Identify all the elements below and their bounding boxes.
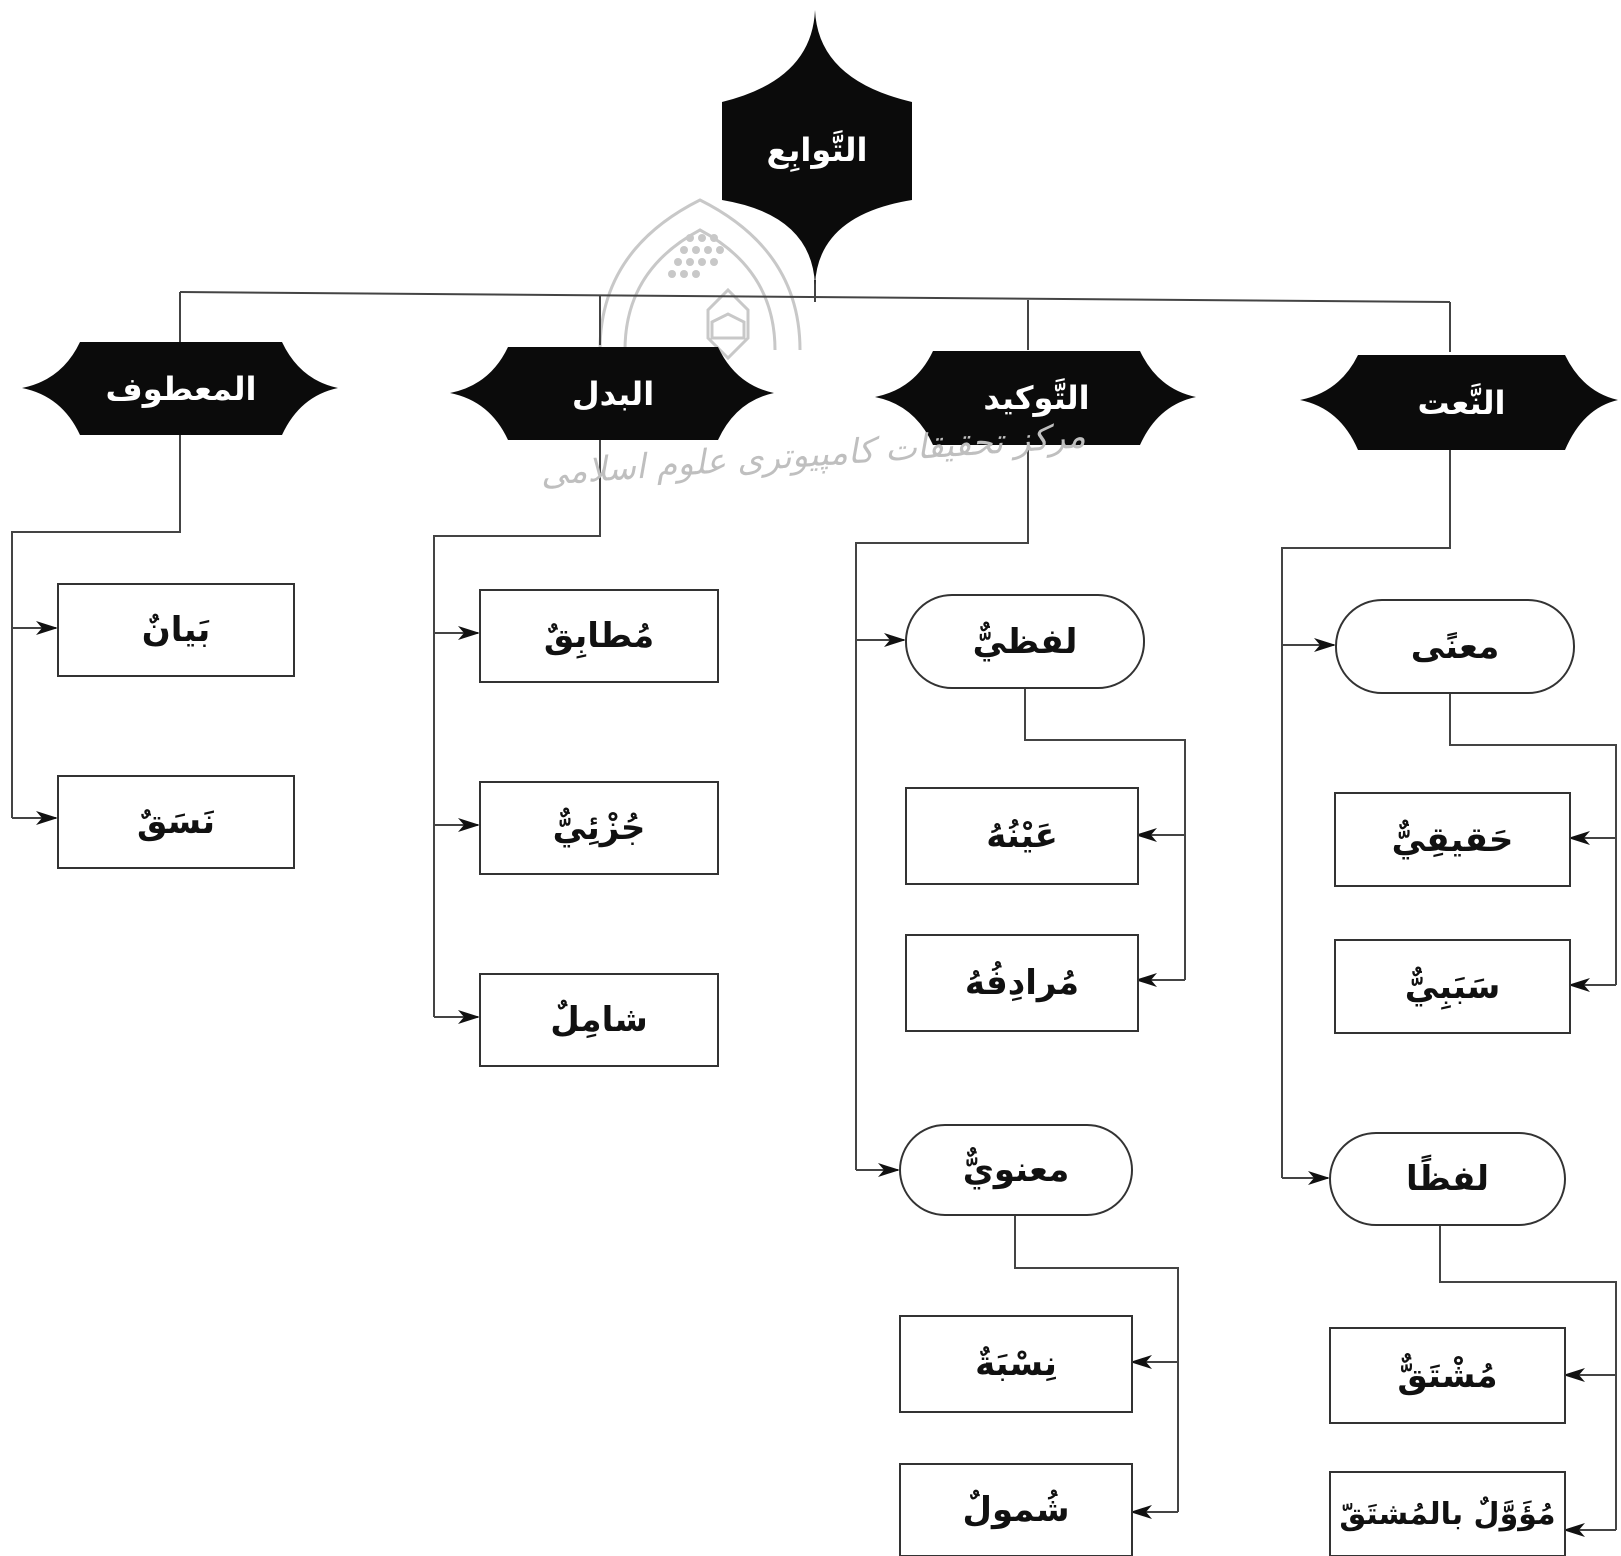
category-label-maatoof: المعطوف	[105, 369, 257, 408]
watermark-dots	[668, 234, 724, 278]
category-node-shape	[22, 342, 338, 435]
category-node-shape	[450, 347, 774, 440]
root-node-shape	[722, 10, 912, 285]
leaf-boxes	[57, 583, 1571, 1556]
leaf-label: حَقيقِيٌّ	[1391, 819, 1514, 860]
leaf-label: شامِلٌ	[550, 1000, 648, 1040]
leaf-label: شُمولٌ	[962, 1490, 1070, 1530]
leaf-label: سَبَبِيٌّ	[1404, 966, 1501, 1007]
connectors	[11, 280, 1617, 1537]
leaf-label: نِسْبَةٌ	[975, 1344, 1057, 1384]
group-pills	[899, 594, 1575, 1226]
leaf-label: مُشْتَقٌّ	[1397, 1355, 1498, 1396]
category-label-tawkeed: التَّوكيد	[983, 379, 1090, 417]
group-label: لفظًا	[1405, 1159, 1490, 1199]
leaf-label: مُؤَوَّلٌ بالمُشتَقّ	[1339, 1496, 1556, 1532]
leaf-label: بَيانٌ	[141, 610, 211, 650]
category-node-shape	[875, 351, 1196, 445]
category-node-shape	[1300, 355, 1618, 450]
leaf-label: نَسَقٌ	[137, 802, 216, 842]
leaf-label: مُطابِقٌ	[543, 616, 655, 656]
root-label: التَّوابِع	[766, 131, 868, 169]
leaf-label: مُرادِفُهُ	[964, 963, 1080, 1003]
group-label: معنًى	[1410, 626, 1500, 667]
leaf-label: جُزْئِيٌّ	[552, 808, 646, 848]
leaf-label: عَيْنُهُ	[986, 816, 1058, 856]
group-label: لفظيٌّ	[972, 621, 1078, 662]
watermark-emblem	[598, 198, 802, 361]
category-label-naat: النَّعت	[1417, 383, 1506, 422]
group-label: معنويٌّ	[962, 1150, 1070, 1190]
category-label-badal: البدل	[571, 374, 655, 413]
